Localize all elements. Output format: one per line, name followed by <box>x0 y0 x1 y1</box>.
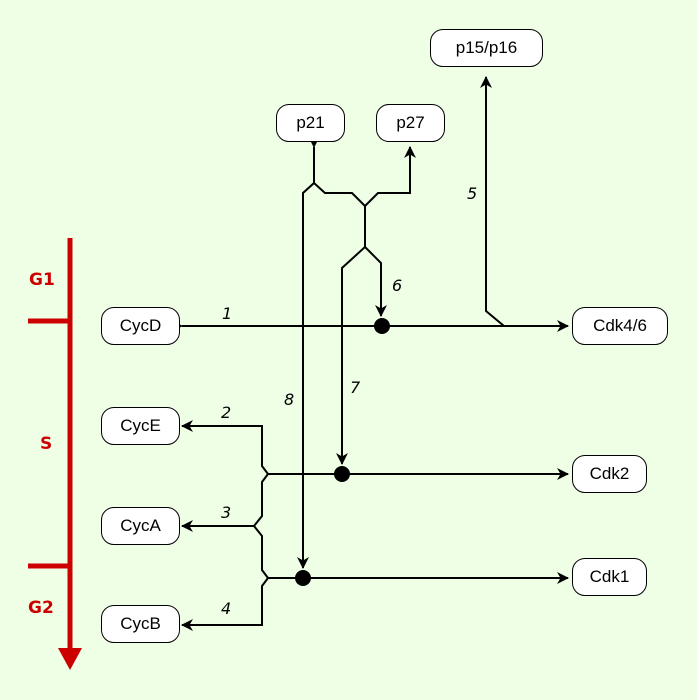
interaction-label-8: 8 <box>284 390 295 409</box>
interaction-label-3: 3 <box>221 503 232 522</box>
node-cdk4-6: Cdk4/6 <box>572 307 668 345</box>
node-cycb: CycB <box>101 605 180 643</box>
interaction-label-7: 7 <box>350 378 361 397</box>
phase-label-g2: G2 <box>28 598 54 618</box>
phase-label-g1: G1 <box>29 270 55 290</box>
node-cdk2: Cdk2 <box>572 455 647 493</box>
edge-cyca-branch <box>253 525 269 579</box>
edge-to-cyce <box>181 420 269 475</box>
phase-axis-arrowhead <box>58 648 82 670</box>
node-p27: p27 <box>376 104 445 142</box>
phase-label-s: S <box>40 434 53 454</box>
interaction-label-1: 1 <box>222 304 233 323</box>
edge-p21-cdk1 <box>297 136 320 569</box>
edge-inhibitor-cycd <box>364 246 387 317</box>
edge-cyca-upper <box>253 473 269 527</box>
dot-cdk2-complex <box>334 466 350 482</box>
interaction-label-6: 6 <box>392 276 403 295</box>
edge-cycb-trunk <box>261 577 269 612</box>
interaction-label-2: 2 <box>221 403 232 422</box>
edge-to-p27 <box>364 146 416 207</box>
dot-cdk1-complex <box>295 570 311 586</box>
node-cycd: CycD <box>101 307 180 345</box>
edge-cdk46-p15p16 <box>480 76 505 327</box>
node-cdk1: Cdk1 <box>572 558 647 596</box>
edge-p21-branch <box>313 182 366 207</box>
phase-axis <box>28 238 82 670</box>
interaction-label-5: 5 <box>467 184 478 203</box>
node-p15-p16: p15/p16 <box>430 29 543 67</box>
node-cyca: CycA <box>101 507 180 545</box>
interaction-label-4: 4 <box>221 599 232 618</box>
edge-inhibitor-cdk2 <box>336 246 366 465</box>
node-p21: p21 <box>276 104 345 142</box>
edge-to-cycb <box>181 612 263 631</box>
dot-cycd-complex <box>374 318 390 334</box>
node-cyce: CycE <box>101 407 180 445</box>
